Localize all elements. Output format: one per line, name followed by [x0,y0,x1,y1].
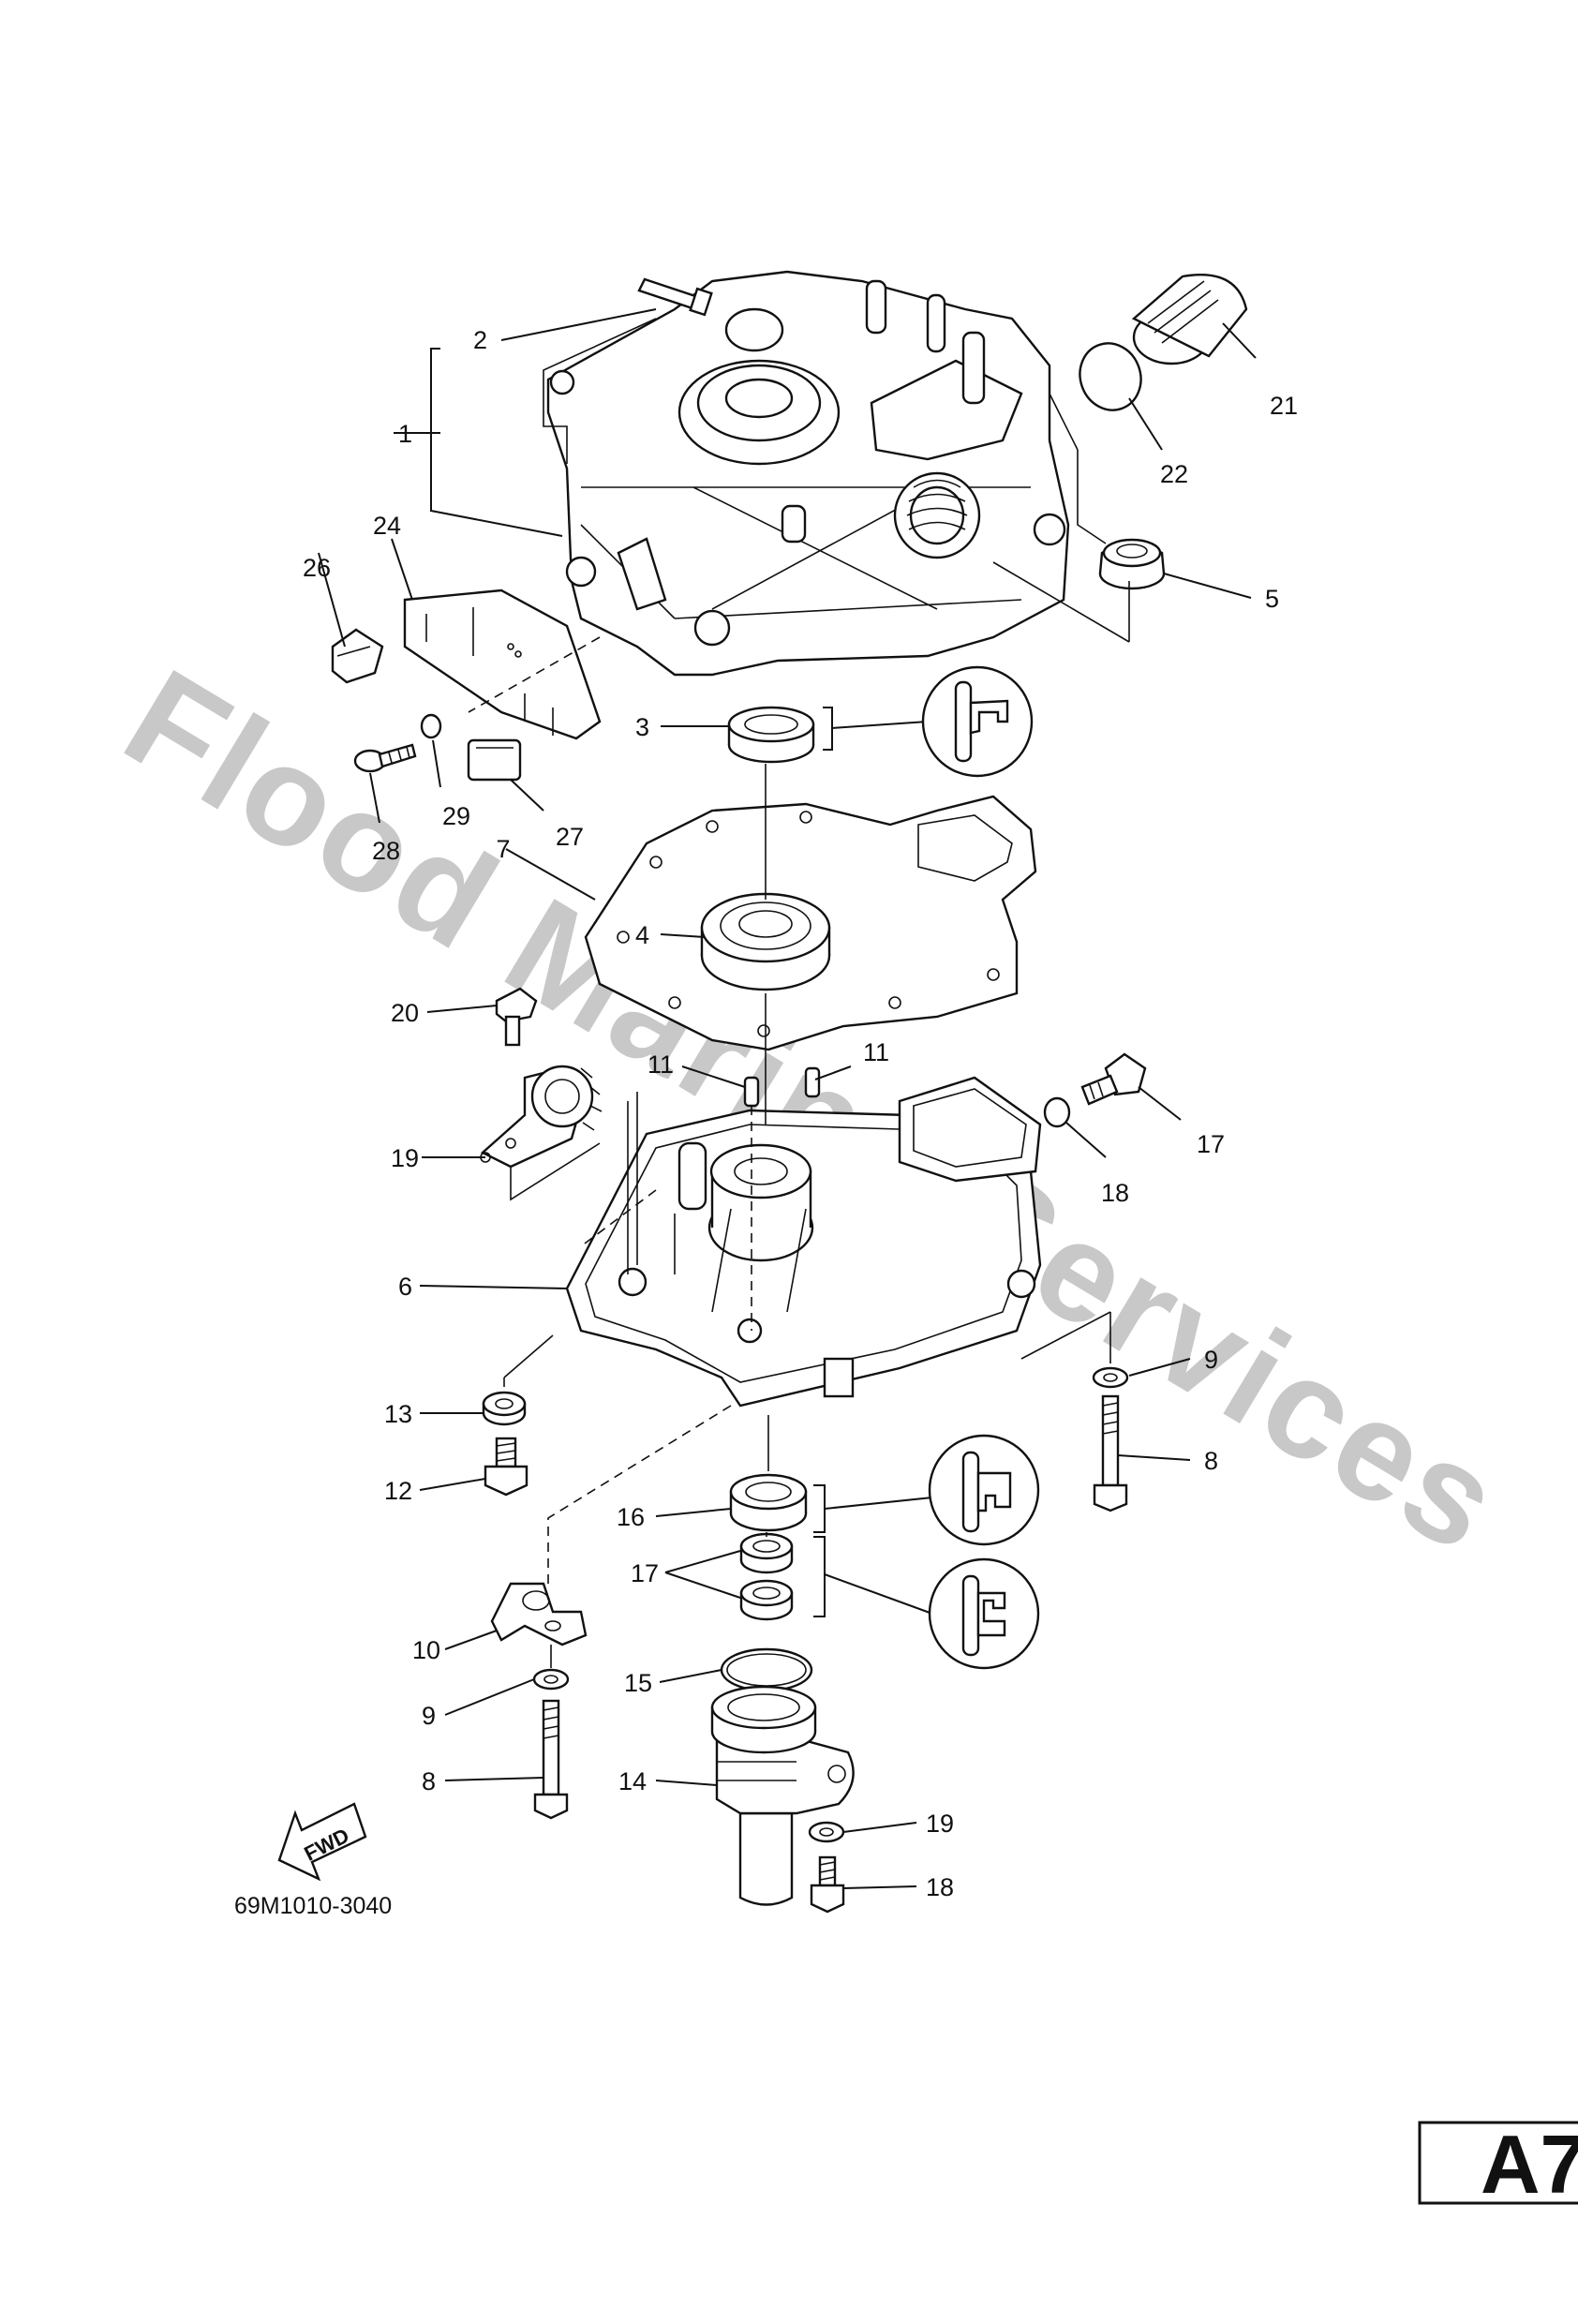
watermark: Flood Marine Services [100,639,1527,1583]
part-5-oil-seal [1098,538,1166,590]
part-9-washer-left [532,1668,570,1691]
part-27-grommet-upper [331,628,384,684]
callout-18: 18 [926,1873,954,1901]
callout-29: 29 [442,802,470,830]
part-8-bolt-left [533,1699,569,1820]
watermark-text: Flood Marine Services [100,639,1527,1583]
callout-11-left: 11 [648,1050,674,1079]
callout-3: 3 [635,713,649,741]
part-22-pump-bracket [480,1065,603,1169]
callout-labels: 2 1 21 22 5 24 26 27 28 29 3 7 4 20 19 1… [303,326,1298,1901]
part-24-oil-filler-cap [1131,274,1248,365]
part-28-screw [353,743,417,773]
part-16-oil-seal [729,1473,808,1532]
callout-13: 13 [384,1400,412,1428]
callout-4: 4 [635,921,649,949]
callout-8-left: 8 [422,1767,436,1795]
callout-27-lower: 27 [556,823,584,851]
part-11-dowel-pin-left [743,1076,760,1108]
callout-28: 28 [372,837,400,865]
callout-9-right: 9 [1204,1346,1218,1374]
diagram-reference-code: 69M1010-3040 [234,1893,392,1919]
part-11-dowel-pin-right [804,1066,821,1098]
callout-6: 6 [398,1273,412,1301]
callout-16: 16 [617,1503,645,1531]
callout-20: 17 [1197,1130,1225,1158]
part-17-oil-seal-lower [739,1579,794,1621]
part-21-washer [1043,1096,1071,1128]
part-2-bolt [637,277,713,317]
part-12-bolt [484,1437,528,1497]
callout-7: 7 [496,835,510,863]
part-14-housing [710,1685,855,1906]
callout-10: 10 [412,1636,440,1664]
callout-26: 24 [373,512,401,540]
assembly-lines [468,318,1130,1668]
callout-23: 20 [391,999,419,1027]
part-27-grommet-lower [467,738,522,782]
page-tab: A7 [1418,2118,1578,2211]
callout-8-right: 8 [1204,1447,1218,1475]
seal-detail-16 [813,1434,1040,1546]
callout-25: 22 [1160,460,1188,488]
seal-detail-17 [813,1536,1040,1670]
seal-detail-3 [823,665,1034,778]
part-25-o-ring [1079,342,1142,411]
callout-2: 2 [473,326,487,354]
callout-9-left: 9 [422,1702,436,1730]
part-20-bolt [1080,1052,1147,1106]
part-3-oil-seal [727,706,815,764]
part-29-washer [420,713,442,739]
callout-21: 18 [1101,1179,1129,1207]
callout-1: 1 [398,420,412,448]
callout-17: 17 [631,1559,659,1587]
callout-15: 15 [624,1669,652,1697]
part-13-washer [482,1391,527,1426]
part-23-bolt [495,987,538,1047]
callout-27-upper: 26 [303,554,331,582]
part-17-oil-seal-upper [739,1532,794,1574]
callout-24: 21 [1270,392,1298,420]
part-9-washer-right [1092,1366,1129,1389]
callout-11-right: 11 [863,1038,889,1066]
part-19-washer [808,1821,845,1843]
part-18-bolt [810,1855,845,1914]
callout-19: 19 [926,1810,954,1838]
part-26-cover-plate [403,588,602,740]
callout-12: 12 [384,1477,412,1505]
page-tab-label: A7 [1481,2118,1578,2211]
part-10-clamp [490,1582,588,1646]
leader-lines [318,308,1257,1889]
part-8-bolt-right [1093,1394,1128,1512]
callout-14: 14 [618,1767,647,1795]
callout-5: 5 [1265,585,1279,613]
part-1-cylinder-block [546,270,1070,677]
part-4-bearing [700,892,831,991]
fwd-direction-arrow: FWD [277,1802,367,1882]
part-15-o-ring [720,1647,813,1692]
part-6-crankcase [565,1076,1042,1408]
callout-22: 19 [391,1144,419,1172]
